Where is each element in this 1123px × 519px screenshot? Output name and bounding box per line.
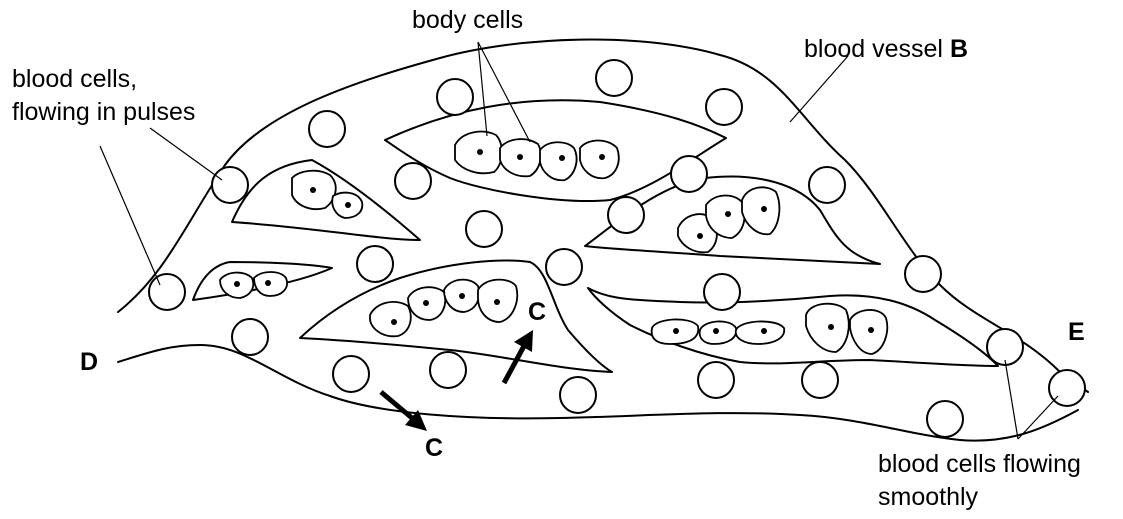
body-cell-group-4 [220,272,287,298]
blood-cell [802,362,838,398]
blood-cell [987,329,1023,365]
blood-cell [596,60,632,96]
tissue-island-6 [588,288,998,366]
label-point-e: E [1068,318,1085,346]
label-blood-vessel: blood vessel B [804,35,968,63]
label-body-cells: body cells [412,6,523,34]
body-cell-group-1 [292,171,362,218]
leader-smooth-1 [1005,360,1018,439]
blood-cell [905,256,941,292]
leader-pulses-2 [100,146,160,285]
blood-cell [232,319,268,355]
blood-cell [430,352,466,388]
label-smooth-line2: smoothly [878,483,979,511]
blood-cell [309,111,345,147]
blood-cell [671,156,707,192]
leader-smooth-2 [1018,396,1058,439]
blood-cell [927,401,963,437]
blood-cell [704,274,740,310]
label-smooth-line1: blood cells flowing [878,450,1081,478]
label-pulses-line1: blood cells, [12,65,137,93]
blood-cell [395,163,431,199]
body-cell-group-6 [652,304,888,354]
blood-cell [546,249,582,285]
arrow-c-into-tissue [504,330,533,383]
body-cell-group-2 [455,132,619,181]
blood-cell [466,211,502,247]
leader-pulses-1 [150,128,222,180]
blood-cell [357,246,393,282]
leader-blood-vessel [790,56,848,122]
blood-cell [809,167,845,203]
blood-cell [706,89,742,125]
label-arrow-c-in: C [528,298,546,326]
blood-cell [212,167,248,203]
arrow-c-out-of-vessel [381,392,427,431]
blood-cell [437,79,473,115]
body-cell-group-5 [370,280,517,337]
label-pulses-line2: flowing in pulses [12,98,195,126]
blood-cell [149,274,185,310]
blood-cell [560,377,596,413]
body-cell-group-3 [678,187,779,252]
blood-cell [333,356,369,392]
blood-cell [698,362,734,398]
label-arrow-c-out: C [425,434,443,462]
label-point-d: D [80,348,98,376]
blood-cell [608,197,644,233]
